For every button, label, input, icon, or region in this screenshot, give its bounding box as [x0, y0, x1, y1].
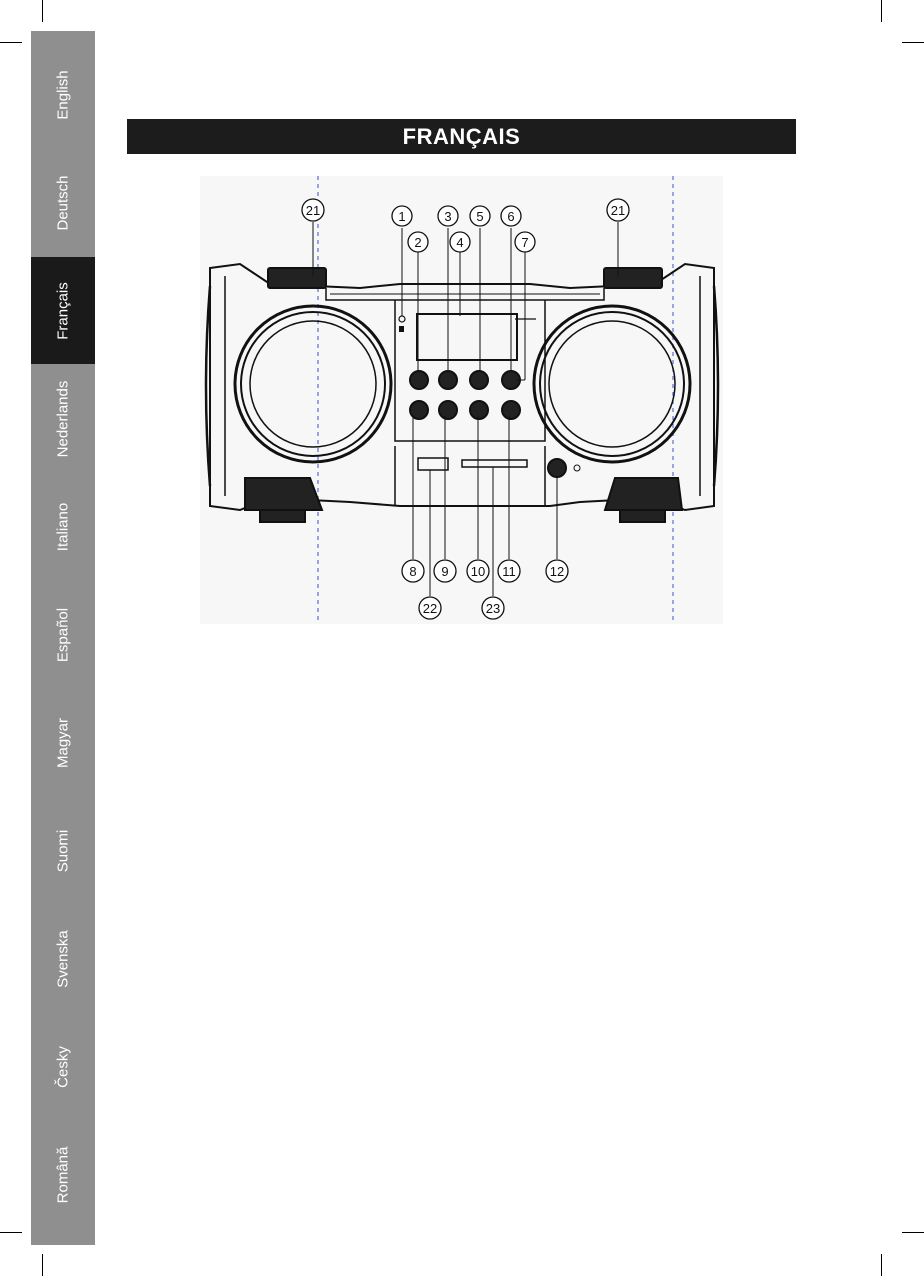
button-7	[470, 401, 488, 419]
speaker-left-outer	[235, 306, 391, 462]
callout-22: 22	[423, 601, 437, 616]
tab-suomi[interactable]: Suomi	[31, 797, 95, 904]
body-outline	[210, 264, 714, 510]
callout-5: 5	[476, 209, 483, 224]
speaker-right-ring	[540, 312, 684, 456]
tab-cesky[interactable]: Česky	[31, 1013, 95, 1120]
callout-12: 12	[550, 564, 564, 579]
button-6	[439, 401, 457, 419]
foot-right	[605, 478, 682, 510]
crop-mark	[902, 42, 924, 43]
speaker-right-outer	[534, 306, 690, 462]
tab-svenska[interactable]: Svenska	[31, 905, 95, 1012]
callout-9: 9	[441, 564, 448, 579]
tab-deutsch[interactable]: Deutsch	[31, 149, 95, 256]
crop-mark	[902, 1232, 924, 1233]
callout-3: 3	[444, 209, 451, 224]
tab-francais[interactable]: Français	[31, 257, 95, 364]
aux-jack	[548, 459, 566, 477]
section-header: FRANÇAIS	[127, 119, 796, 154]
button-8	[502, 401, 520, 419]
foot-left	[245, 478, 322, 510]
top-bumper-right	[604, 268, 662, 288]
crop-mark	[42, 0, 43, 22]
usb-slot	[418, 458, 448, 470]
tab-italiano[interactable]: Italiano	[31, 473, 95, 580]
callout-4: 4	[456, 235, 463, 250]
language-sidebar: English Deutsch Français Nederlands Ital…	[31, 31, 95, 1245]
tab-label: Svenska	[55, 930, 72, 988]
button-3	[470, 371, 488, 389]
tab-label: Italiano	[55, 502, 72, 550]
lcd-display	[417, 314, 517, 360]
callout-23: 23	[486, 601, 500, 616]
tab-magyar[interactable]: Magyar	[31, 689, 95, 796]
tab-label: Česky	[55, 1046, 72, 1088]
speaker-left-ring	[241, 312, 385, 456]
lower-panel	[395, 446, 545, 506]
crop-mark	[881, 1254, 882, 1276]
speaker-left-cone	[250, 321, 376, 447]
tab-label: Română	[55, 1146, 72, 1203]
callout-8: 8	[409, 564, 416, 579]
tab-label: Español	[55, 607, 72, 661]
power-led	[399, 316, 405, 322]
tab-label: Nederlands	[55, 380, 72, 457]
button-1	[410, 371, 428, 389]
callout-21-right: 21	[611, 203, 625, 218]
tab-nederlands[interactable]: Nederlands	[31, 365, 95, 472]
crop-mark	[0, 1232, 22, 1233]
tab-label: Français	[55, 282, 72, 340]
callout-10: 10	[471, 564, 485, 579]
crop-mark	[42, 1254, 43, 1276]
callout-6: 6	[507, 209, 514, 224]
top-bumper-left	[268, 268, 326, 288]
tab-espanol[interactable]: Español	[31, 581, 95, 688]
crop-mark	[881, 0, 882, 22]
button-2	[439, 371, 457, 389]
tab-label: English	[55, 70, 72, 119]
tab-label: Magyar	[55, 717, 72, 767]
callout-2: 2	[414, 235, 421, 250]
callout-1: 1	[398, 209, 405, 224]
boombox-diagram: 21 21 1 3 5 6 2 4 7 8 9 10 11 12 22 23	[200, 176, 723, 624]
tab-english[interactable]: English	[31, 41, 95, 148]
speaker-right-cone	[549, 321, 675, 447]
callout-11: 11	[502, 564, 516, 579]
boombox-illustration: 21 21 1 3 5 6 2 4 7 8 9 10 11 12 22 23	[200, 176, 723, 624]
tab-romana[interactable]: Română	[31, 1121, 95, 1228]
tab-label: Suomi	[55, 829, 72, 872]
callout-21-left: 21	[306, 203, 320, 218]
crop-mark	[0, 42, 22, 43]
card-slot	[462, 460, 527, 467]
callout-7: 7	[521, 235, 528, 250]
tab-label: Deutsch	[55, 175, 72, 230]
